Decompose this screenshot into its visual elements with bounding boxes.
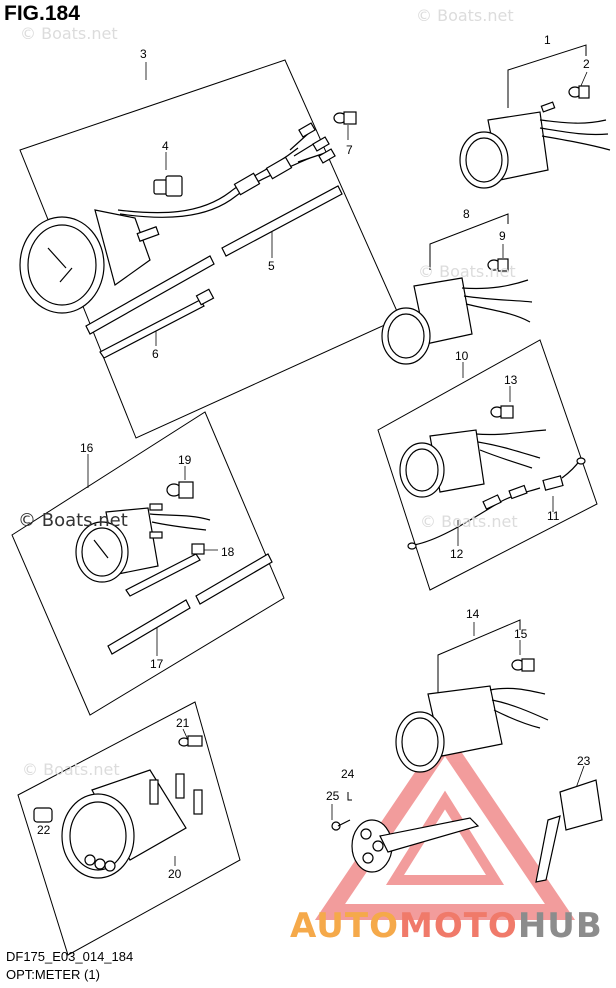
callout-10: 10 xyxy=(455,349,469,363)
callout-13: 13 xyxy=(504,373,518,387)
callout-11: 11 xyxy=(547,509,560,523)
watermark-text: © Boats.net xyxy=(416,6,514,25)
diagram-code: DF175_E03_014_184 xyxy=(6,949,134,964)
callout-7: 7 xyxy=(346,143,353,157)
watermark-text: © Boats.net xyxy=(420,512,518,531)
callout-1: 1 xyxy=(544,33,551,47)
gauge-20 xyxy=(61,769,203,879)
callout-8: 8 xyxy=(463,207,470,221)
bulb-21 xyxy=(178,735,203,747)
gauge-8 xyxy=(381,277,533,365)
bulb-15 xyxy=(511,658,535,672)
callout-labels: 1 2 3 4 5 6 7 8 9 10 11 12 13 14 15 16 1… xyxy=(37,33,591,881)
bulb-9 xyxy=(487,258,509,272)
bulb-2 xyxy=(568,85,590,99)
callout-17: 17 xyxy=(150,657,164,671)
watermark-text: © Boats.net xyxy=(20,24,118,43)
figure-title: FIG.184 xyxy=(4,2,80,25)
gauge-14 xyxy=(395,685,549,773)
callout-25: 25 xyxy=(326,789,340,803)
callout-23: 23 xyxy=(577,754,591,768)
group-box-10 xyxy=(377,339,598,591)
screw-25 xyxy=(331,819,351,831)
brand-logo: AUTOMOTOHUB xyxy=(290,906,603,946)
callout-12: 12 xyxy=(450,547,464,561)
callout-5: 5 xyxy=(268,259,275,273)
bulb-7 xyxy=(333,111,357,125)
gauge-assembly-3 xyxy=(19,122,336,314)
bulb-22 xyxy=(33,807,53,823)
gauge-1 xyxy=(459,101,611,189)
tie-band-6 xyxy=(99,288,215,359)
tube-5 xyxy=(85,185,343,335)
bulb-socket-4 xyxy=(153,175,183,197)
callout-2: 2 xyxy=(583,57,590,71)
bracket-24 xyxy=(347,792,352,801)
callout-20: 20 xyxy=(168,867,182,881)
callout-21: 21 xyxy=(176,716,190,730)
callout-19: 19 xyxy=(178,453,192,467)
brand-part-moto: MOTO xyxy=(398,906,518,946)
callout-15: 15 xyxy=(514,627,528,641)
watermark-text: © Boats.net xyxy=(22,760,120,779)
brand-part-hub: HUB xyxy=(517,906,603,946)
meter-holder-24 xyxy=(351,817,480,873)
callout-3: 3 xyxy=(140,47,147,61)
bracket-23 xyxy=(535,779,603,883)
tube-17 xyxy=(107,553,273,655)
brand-part-auto: AUTO xyxy=(290,906,399,946)
harness-11 xyxy=(542,457,586,491)
harness-12 xyxy=(407,484,541,550)
gauge-16 xyxy=(75,503,211,583)
callout-24: 24 xyxy=(341,767,355,781)
bracket-14 xyxy=(437,619,521,708)
group-box-16 xyxy=(11,411,285,716)
group-box-20 xyxy=(17,701,241,956)
watermark-text-strong: © Boats.net xyxy=(18,510,128,531)
gauge-10 xyxy=(399,429,547,498)
bracket-8 xyxy=(429,213,509,270)
diagram-title: OPT:METER (1) xyxy=(6,967,100,982)
callout-22: 22 xyxy=(37,823,51,837)
bracket-1 xyxy=(507,44,587,108)
tie-band-18 xyxy=(125,543,205,597)
bulb-13 xyxy=(490,405,514,419)
bulb-19 xyxy=(166,481,194,499)
callout-4: 4 xyxy=(162,139,169,153)
callout-14: 14 xyxy=(466,607,480,621)
callout-6: 6 xyxy=(152,347,159,361)
watermark-text: © Boats.net xyxy=(418,262,516,281)
callout-18: 18 xyxy=(221,545,235,559)
callout-16: 16 xyxy=(80,441,94,455)
callout-9: 9 xyxy=(499,229,506,243)
